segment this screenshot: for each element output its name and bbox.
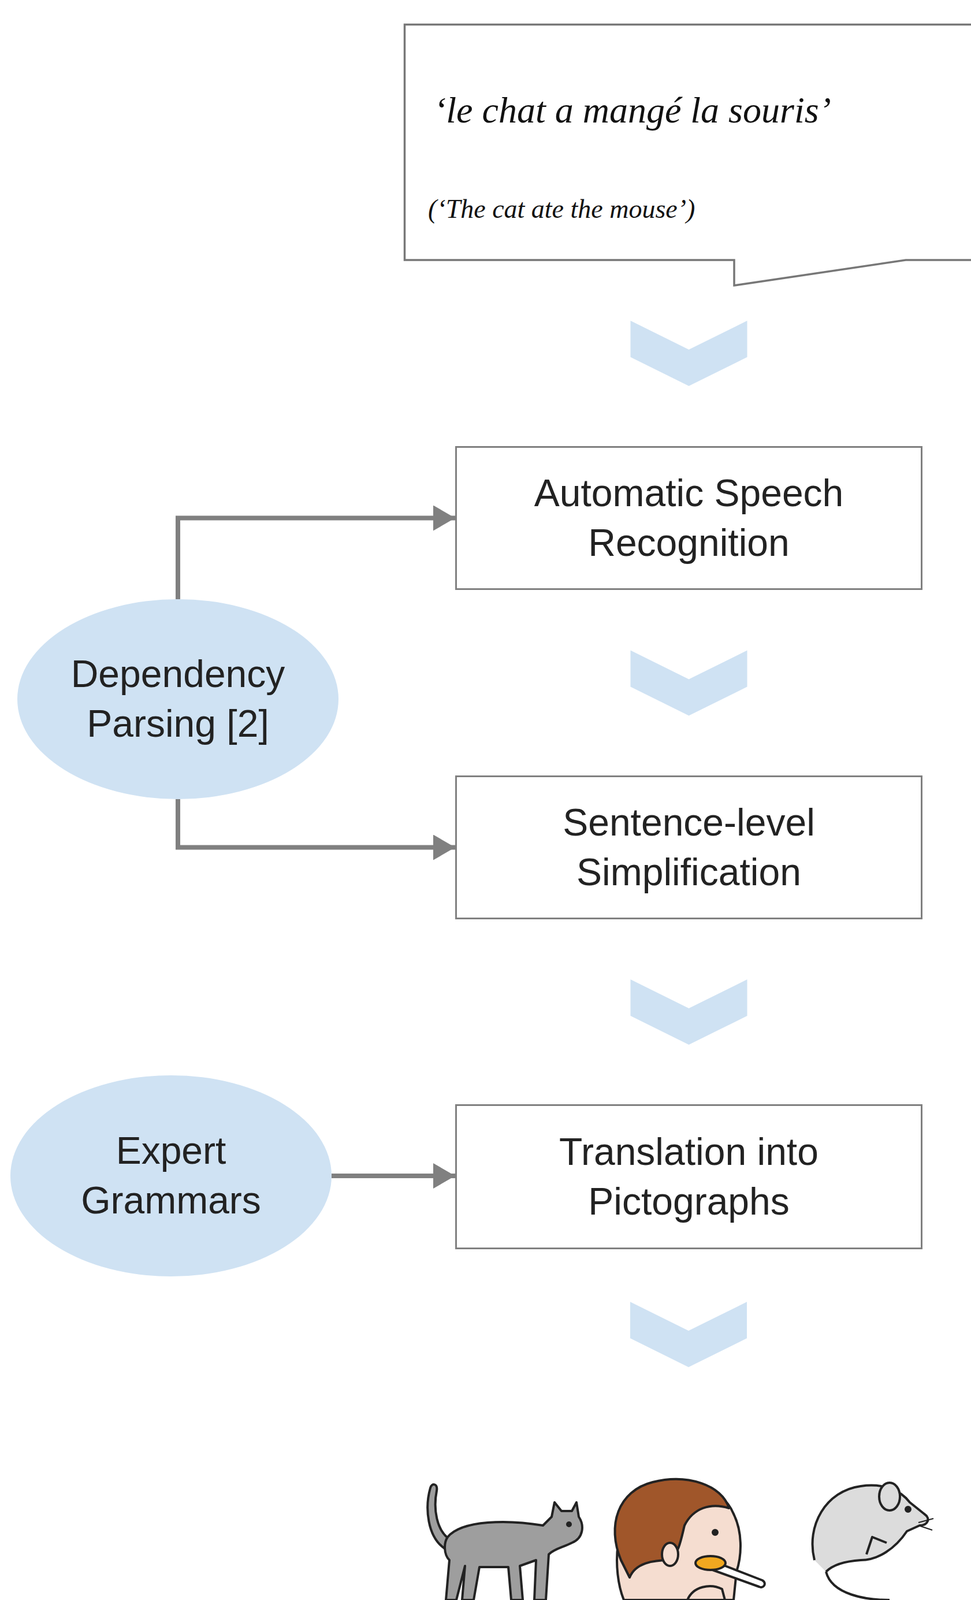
process-box: Sentence-level Simplification — [455, 775, 923, 920]
flow-chevron — [630, 320, 748, 386]
process-box-outline — [455, 775, 923, 920]
arrow-connector — [177, 798, 456, 848]
bubble-border — [404, 24, 971, 286]
flow-chevron — [630, 979, 748, 1045]
resource-ellipse-outline — [17, 599, 339, 799]
mouse-pictograph — [812, 1482, 934, 1600]
box-border — [456, 1105, 922, 1249]
resource-ellipse: Dependency Parsing [2] — [17, 599, 339, 799]
node-label: Sentence-level Simplification — [486, 797, 892, 898]
cat-pictograph — [427, 1483, 583, 1600]
arrow-connector — [177, 518, 456, 600]
process-box-outline — [455, 445, 923, 590]
translation-text: (‘The cat ate the mouse’) — [428, 192, 970, 225]
node-label: Translation into Pictographs — [486, 1126, 892, 1227]
node-label: Expert Grammars — [43, 1125, 299, 1226]
box-border — [456, 447, 922, 590]
process-box: Translation into Pictographs — [455, 1103, 923, 1249]
arrow-connector — [331, 1173, 456, 1178]
ellipse-fill — [10, 1074, 332, 1276]
speech-bubble: ‘le chat a mangé la souris’ (‘The cat ate… — [403, 23, 971, 260]
node-label: Dependency Parsing [2] — [50, 649, 305, 749]
resource-ellipse: Expert Grammars — [10, 1074, 332, 1276]
speech-bubble-outline — [403, 23, 971, 260]
eating-pictograph — [614, 1478, 765, 1600]
process-box-outline — [455, 1103, 923, 1249]
flow-chevron — [630, 650, 748, 716]
box-border — [456, 776, 922, 919]
utterance-text: ‘le chat a mangé la souris’ — [433, 88, 970, 133]
node-label: Automatic Speech Recognition — [486, 468, 892, 568]
process-box: Automatic Speech Recognition — [455, 445, 923, 590]
ellipse-fill — [17, 599, 339, 799]
flow-chevron — [630, 1301, 747, 1367]
resource-ellipse-outline — [10, 1074, 332, 1276]
